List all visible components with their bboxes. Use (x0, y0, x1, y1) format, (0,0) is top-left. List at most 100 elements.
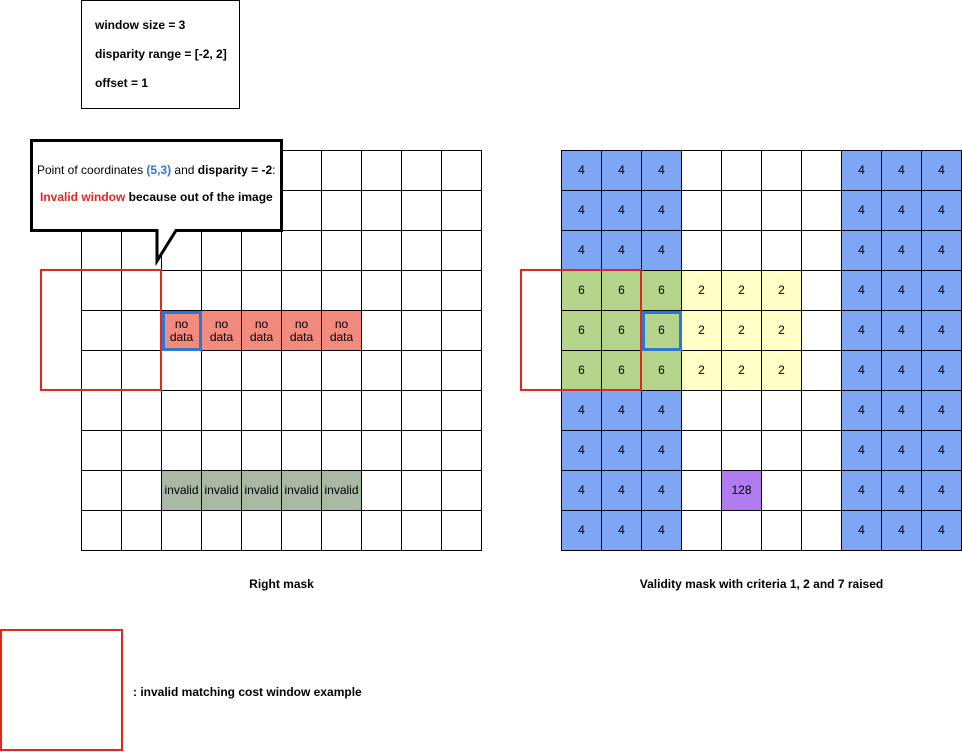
grid-cell (322, 231, 362, 271)
mask-cell-4: 4 (922, 311, 962, 351)
grid-cell (82, 351, 122, 391)
grid-cell (442, 151, 482, 191)
mask-cell-empty (722, 151, 762, 191)
mask-cell-2: 2 (762, 311, 802, 351)
mask-cell-6: 6 (562, 351, 602, 391)
mask-cell-4: 4 (922, 471, 962, 511)
grid-cell (442, 431, 482, 471)
grid-cell (362, 351, 402, 391)
grid-cell (402, 471, 442, 511)
mask-cell-4: 4 (842, 271, 882, 311)
mask-cell-empty (762, 191, 802, 231)
mask-cell-empty (722, 191, 762, 231)
grid-cell (282, 391, 322, 431)
grid-cell (362, 271, 402, 311)
grid-cell (362, 471, 402, 511)
point-coordinates: (5,3) (146, 163, 172, 177)
mask-cell-4: 4 (602, 151, 642, 191)
grid-cell (282, 231, 322, 271)
mask-cell-4: 4 (882, 511, 922, 551)
mask-cell-4: 4 (642, 391, 682, 431)
mask-cell-empty (682, 191, 722, 231)
grid-cell (362, 511, 402, 551)
mask-cell-4: 4 (842, 151, 882, 191)
grid-cell (242, 271, 282, 311)
mask-cell-4: 4 (922, 431, 962, 471)
grid-cell (202, 431, 242, 471)
mask-cell-2: 2 (682, 311, 722, 351)
invalid-cell: invalid (202, 471, 242, 511)
mask-cell-6: 6 (562, 311, 602, 351)
mask-cell-4: 4 (922, 351, 962, 391)
mask-cell-empty (802, 231, 842, 271)
grid-cell (162, 431, 202, 471)
mask-cell-4: 4 (642, 191, 682, 231)
grid-cell (282, 191, 322, 231)
grid-cell (82, 311, 122, 351)
grid-cell (402, 191, 442, 231)
mask-cell-4: 4 (602, 431, 642, 471)
grid-cell (442, 191, 482, 231)
grid-cell (402, 351, 442, 391)
grid-cell (82, 431, 122, 471)
grid-cell (442, 391, 482, 431)
mask-cell-empty (762, 151, 802, 191)
grid-cell (442, 511, 482, 551)
mask-cell-empty (682, 391, 722, 431)
mask-cell-4: 4 (642, 471, 682, 511)
mask-cell-empty (762, 471, 802, 511)
mask-cell-4: 4 (842, 351, 882, 391)
mask-cell-empty (762, 391, 802, 431)
grid-cell (362, 391, 402, 431)
callout-line-2: Invalid window because out of the image (40, 190, 273, 204)
grid-cell (82, 511, 122, 551)
grid-cell (402, 311, 442, 351)
invalid-cell: invalid (322, 471, 362, 511)
mask-cell-4: 4 (642, 231, 682, 271)
mask-cell-6: 6 (602, 271, 642, 311)
mask-cell-4: 4 (922, 231, 962, 271)
grid-cell (82, 271, 122, 311)
grid-cell (122, 351, 162, 391)
grid-cell (322, 191, 362, 231)
mask-cell-empty (802, 431, 842, 471)
mask-cell-4: 4 (562, 471, 602, 511)
grid-cell (202, 271, 242, 311)
grid-cell (322, 271, 362, 311)
parameters-box: window size = 3 disparity range = [-2, 2… (81, 0, 240, 109)
grid-cell (322, 151, 362, 191)
legend-window-frame (0, 629, 123, 751)
mask-cell-empty (762, 231, 802, 271)
mask-cell-4: 4 (642, 511, 682, 551)
grid-cell (122, 311, 162, 351)
mask-cell-empty (762, 431, 802, 471)
mask-cell-empty (802, 471, 842, 511)
mask-cell-4: 4 (562, 151, 602, 191)
grid-cell (402, 151, 442, 191)
mask-cell-4: 4 (842, 391, 882, 431)
grid-cell (202, 391, 242, 431)
callout-line-1: Point of coordinates (5,3) and disparity… (37, 163, 276, 177)
grid-cell (242, 351, 282, 391)
grid-cell (402, 271, 442, 311)
mask-cell-empty (802, 391, 842, 431)
mask-cell-6: 6 (602, 351, 642, 391)
grid-cell (242, 511, 282, 551)
grid-cell (362, 431, 402, 471)
grid-cell (122, 511, 162, 551)
mask-cell-4: 4 (602, 391, 642, 431)
grid-cell (202, 511, 242, 551)
mask-cell-2: 2 (722, 271, 762, 311)
mask-cell-4: 4 (922, 271, 962, 311)
mask-cell-4: 4 (642, 151, 682, 191)
mask-cell-6: 6 (642, 311, 682, 351)
mask-cell-4: 4 (602, 511, 642, 551)
mask-cell-empty (682, 231, 722, 271)
grid-cell (162, 351, 202, 391)
no-data-cell: no data (162, 311, 202, 351)
validity-mask-caption: Validity mask with criteria 1, 2 and 7 r… (639, 577, 884, 591)
mask-cell-4: 4 (842, 471, 882, 511)
window-size-label: window size = 3 (95, 18, 186, 32)
mask-cell-empty (762, 511, 802, 551)
